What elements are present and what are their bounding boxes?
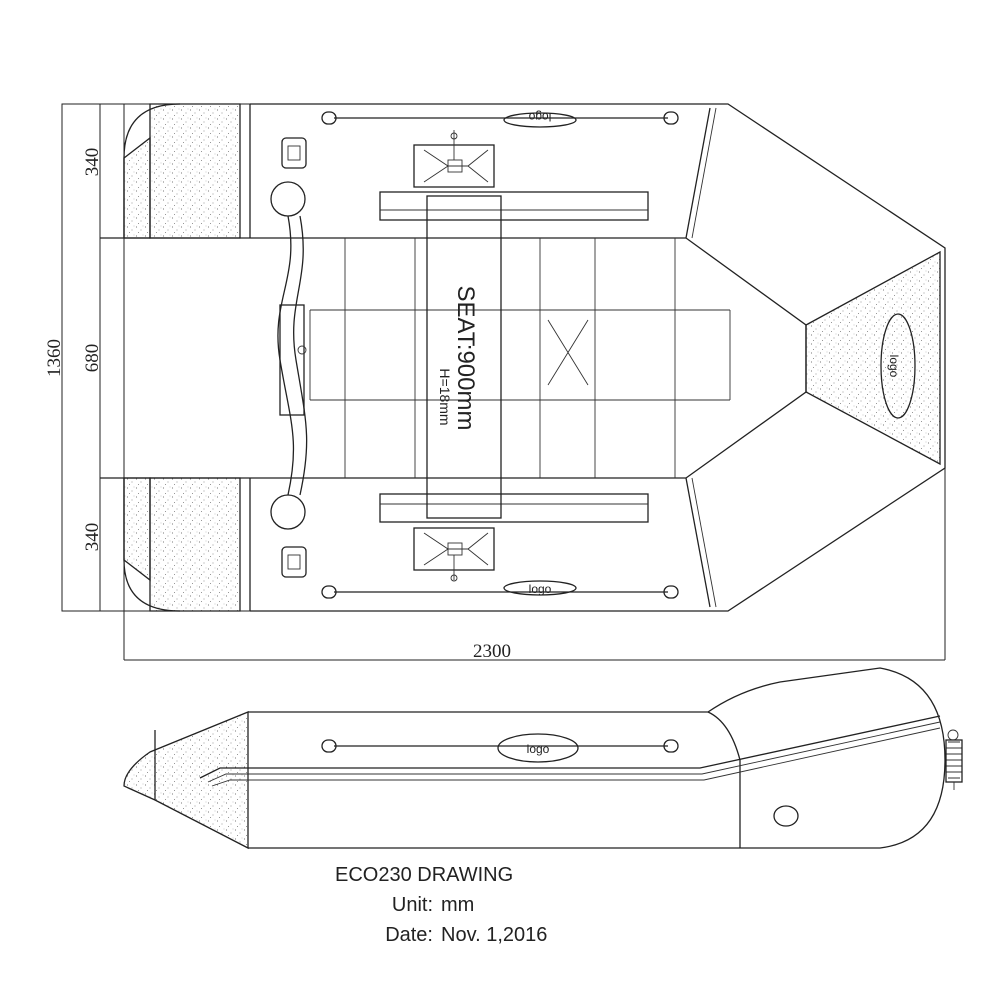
bottom-logo-text: logo [529, 582, 552, 596]
side-stern-cone [123, 711, 249, 850]
rubbing-strake [199, 715, 941, 779]
valve-bottom [281, 546, 307, 578]
bow-logo-text: logo [887, 355, 901, 378]
dim-tube-bottom: 340 [82, 523, 103, 552]
bow-cone [805, 250, 941, 466]
side-view: logo [123, 667, 963, 850]
side-hull [248, 667, 946, 849]
stern-cone-bottom [123, 477, 151, 582]
side-logo-ellipse [497, 733, 579, 763]
transom-handle-top [270, 181, 306, 217]
dim-floor-width: 680 [82, 344, 103, 373]
side-logo-text: logo [527, 742, 550, 756]
grab-line-top [321, 111, 679, 128]
seat [426, 195, 502, 519]
tow-rope [945, 729, 963, 790]
date-label: Date: [385, 923, 433, 946]
unit-value: mm [441, 893, 475, 916]
seat-height: H=18mm [437, 368, 453, 425]
title-block: ECO230 DRAWING Unit: mm Date: Nov. 1,201… [330, 860, 547, 950]
date-value: Nov. 1,2016 [441, 923, 548, 946]
side-valve [773, 805, 799, 827]
hull-outline [250, 103, 946, 612]
dim-total-width: 1360 [44, 339, 65, 377]
seat-title: SEAT:900mm [452, 286, 479, 431]
valve-top [281, 137, 307, 169]
seat-rail-bottom [379, 493, 649, 523]
drawing-title: ECO230 DRAWING [335, 863, 514, 886]
top-logo-text: logo [528, 110, 551, 124]
transom-handle-bottom [270, 494, 306, 530]
bow-logo-ellipse [880, 313, 916, 419]
tube-inner-line [685, 107, 807, 608]
grab-line-bottom [321, 580, 679, 599]
seat-rail-top [379, 191, 649, 221]
dim-length: 2300 [473, 641, 511, 662]
floor-panels [309, 238, 731, 478]
stern-cone-top [123, 136, 151, 239]
unit-label: Unit: [391, 893, 433, 916]
dim-tube-top: 340 [82, 148, 103, 177]
top-view: logo [61, 103, 946, 661]
